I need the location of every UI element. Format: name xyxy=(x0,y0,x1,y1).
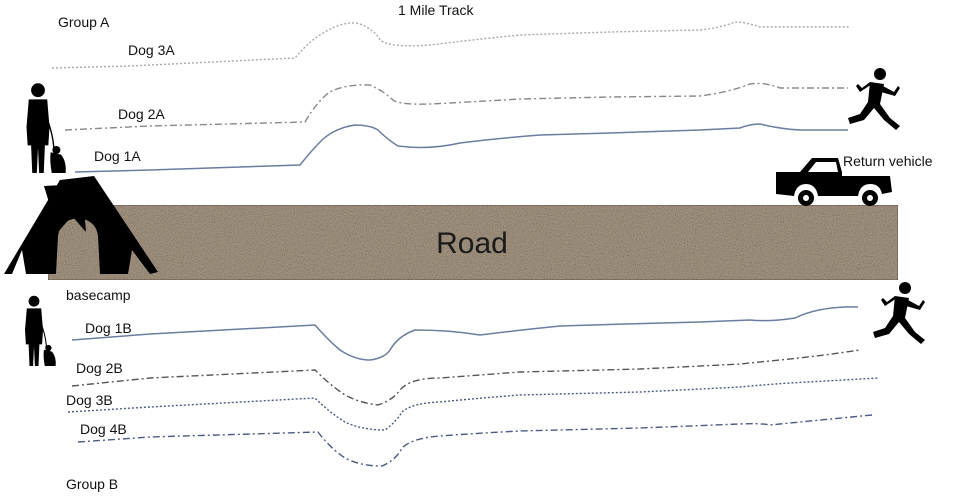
track-dog-1b xyxy=(71,306,859,361)
dog-1b-label: Dog 1B xyxy=(85,320,132,336)
track-dog-2a xyxy=(64,82,848,131)
runner-icon-group-a xyxy=(848,68,900,130)
track-dog-2b xyxy=(71,349,861,406)
handler-dog-icon-group-b xyxy=(24,295,57,367)
dog-4b-label: Dog 4B xyxy=(80,421,127,437)
dog-2a-label: Dog 2A xyxy=(118,106,165,122)
road xyxy=(47,204,899,281)
track-dog-4b xyxy=(77,414,873,467)
return-vehicle-label: Return vehicle xyxy=(843,153,933,169)
dog-1a-label: Dog 1A xyxy=(94,148,141,164)
runner-icon-group-b xyxy=(873,282,925,344)
group-b-label: Group B xyxy=(66,476,118,492)
basecamp-label: basecamp xyxy=(66,287,131,303)
track-dog-3a xyxy=(51,21,850,69)
truck-icon xyxy=(776,158,892,206)
dog-3a-label: Dog 3A xyxy=(128,42,175,58)
road-label: Road xyxy=(436,227,508,260)
track-dog-3b xyxy=(67,377,879,431)
dog-3b-label: Dog 3B xyxy=(66,392,113,408)
diagram-title: 1 Mile Track xyxy=(398,2,474,18)
handler-dog-icon-group-a xyxy=(25,82,67,174)
group-a-label: Group A xyxy=(58,14,110,30)
track-dog-1a xyxy=(74,123,848,173)
dog-2b-label: Dog 2B xyxy=(76,360,123,376)
tent-icon xyxy=(4,176,158,274)
